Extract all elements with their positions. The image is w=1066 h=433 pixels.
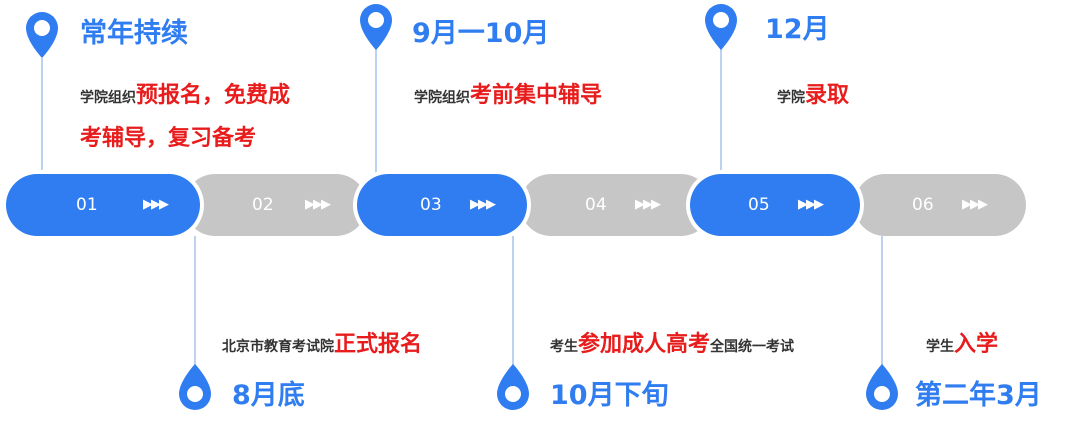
description-prefix: 学生 — [926, 339, 954, 355]
description-highlight: 考前集中辅导 — [470, 83, 603, 108]
connector-line-1 — [41, 58, 43, 174]
event-date: 第二年3月 — [915, 380, 1042, 411]
timeline-step-1: 01 ▶▶▶ — [6, 174, 200, 236]
timeline-step-6: 06 ▶▶▶ — [854, 174, 1026, 236]
step-number: 03 — [420, 195, 442, 215]
description-prefix: 学院组织 — [80, 90, 136, 106]
triple-arrow-icon: ▶▶▶ — [305, 197, 331, 212]
event-description: 北京市教育考试院正式报名 — [222, 334, 422, 356]
step-number: 05 — [748, 195, 770, 215]
connector-line-4 — [512, 236, 514, 366]
location-pin-icon — [26, 12, 58, 58]
description-prefix: 考生 — [550, 339, 578, 355]
description-highlight: 预报名，免费成 — [136, 83, 291, 108]
connector-line-6 — [881, 236, 883, 366]
timeline-step-2: 02 ▶▶▶ — [184, 174, 367, 236]
triple-arrow-icon: ▶▶▶ — [635, 197, 661, 212]
connector-line-3 — [375, 45, 377, 174]
timeline-step-3: 03 ▶▶▶ — [357, 174, 527, 236]
location-pin-icon — [179, 364, 211, 410]
description-suffix: 全国统一考试 — [710, 339, 795, 355]
location-pin-icon — [360, 4, 392, 50]
description-highlight: 参加成人高考 — [578, 332, 711, 357]
location-pin-icon — [866, 364, 898, 410]
location-pin-icon — [705, 4, 737, 50]
step-number: 04 — [585, 195, 607, 215]
description-prefix: 学院组织 — [414, 90, 470, 106]
triple-arrow-icon: ▶▶▶ — [962, 197, 988, 212]
connector-line-5 — [720, 45, 722, 174]
event-description: 考生参加成人高考全国统一考试 — [550, 334, 794, 356]
event-description: 学生入学 — [926, 334, 998, 356]
description-highlight: 考辅导，复习备考 — [80, 126, 257, 151]
triple-arrow-icon: ▶▶▶ — [798, 197, 824, 212]
timeline-step-5: 05 ▶▶▶ — [690, 174, 860, 236]
event-description: 学院组织考前集中辅导 — [414, 85, 602, 107]
description-highlight: 录取 — [805, 83, 850, 108]
connector-line-2 — [194, 236, 196, 366]
triple-arrow-icon: ▶▶▶ — [470, 197, 496, 212]
event-date: 12月 — [765, 14, 830, 45]
description-prefix: 北京市教育考试院 — [222, 339, 334, 355]
triple-arrow-icon: ▶▶▶ — [143, 197, 169, 212]
description-prefix: 学院 — [777, 90, 805, 106]
step-number: 01 — [76, 195, 98, 215]
timeline-step-4: 04 ▶▶▶ — [520, 174, 712, 236]
event-date: 10月下旬 — [550, 380, 669, 411]
description-highlight: 正式报名 — [334, 332, 423, 357]
event-description: 学院录取 — [777, 85, 849, 107]
event-date: 常年持续 — [80, 18, 188, 49]
event-date: 9月一10月 — [412, 18, 550, 49]
step-number: 02 — [252, 195, 274, 215]
event-date: 8月底 — [232, 380, 305, 411]
description-highlight: 入学 — [954, 332, 999, 357]
event-description: 学院组织预报名，免费成 — [80, 85, 290, 107]
location-pin-icon — [497, 364, 529, 410]
step-number: 06 — [912, 195, 934, 215]
